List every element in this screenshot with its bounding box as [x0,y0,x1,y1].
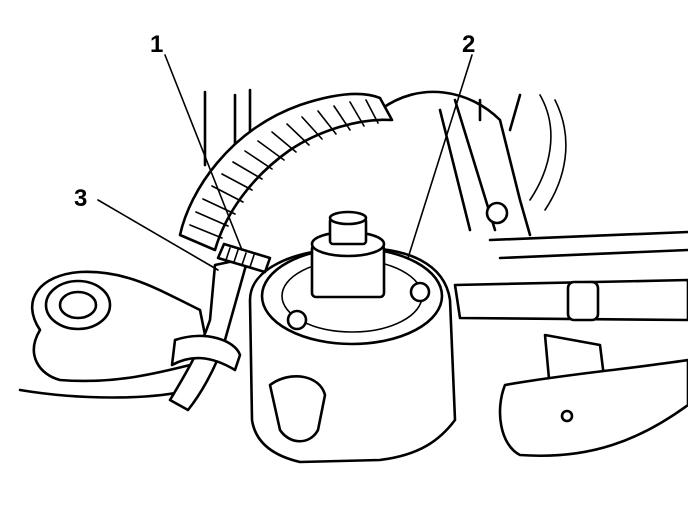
callout-3: 3 [74,185,87,212]
hose-clamp-upper [216,242,272,274]
leader-line-3 [97,199,219,271]
callout-1: 1 [150,31,163,58]
frame-rail-upper [203,88,567,237]
leader-lines [97,54,473,271]
callout-2: 2 [462,31,475,58]
leader-line-2 [407,54,473,259]
coolant-hose [168,256,327,443]
lower-bracket-right [498,358,688,457]
leader-line-1 [164,54,243,251]
wiring-harness-conduit [178,92,394,252]
frame-crossmember-right [453,201,688,392]
lower-control-arm [18,270,212,399]
